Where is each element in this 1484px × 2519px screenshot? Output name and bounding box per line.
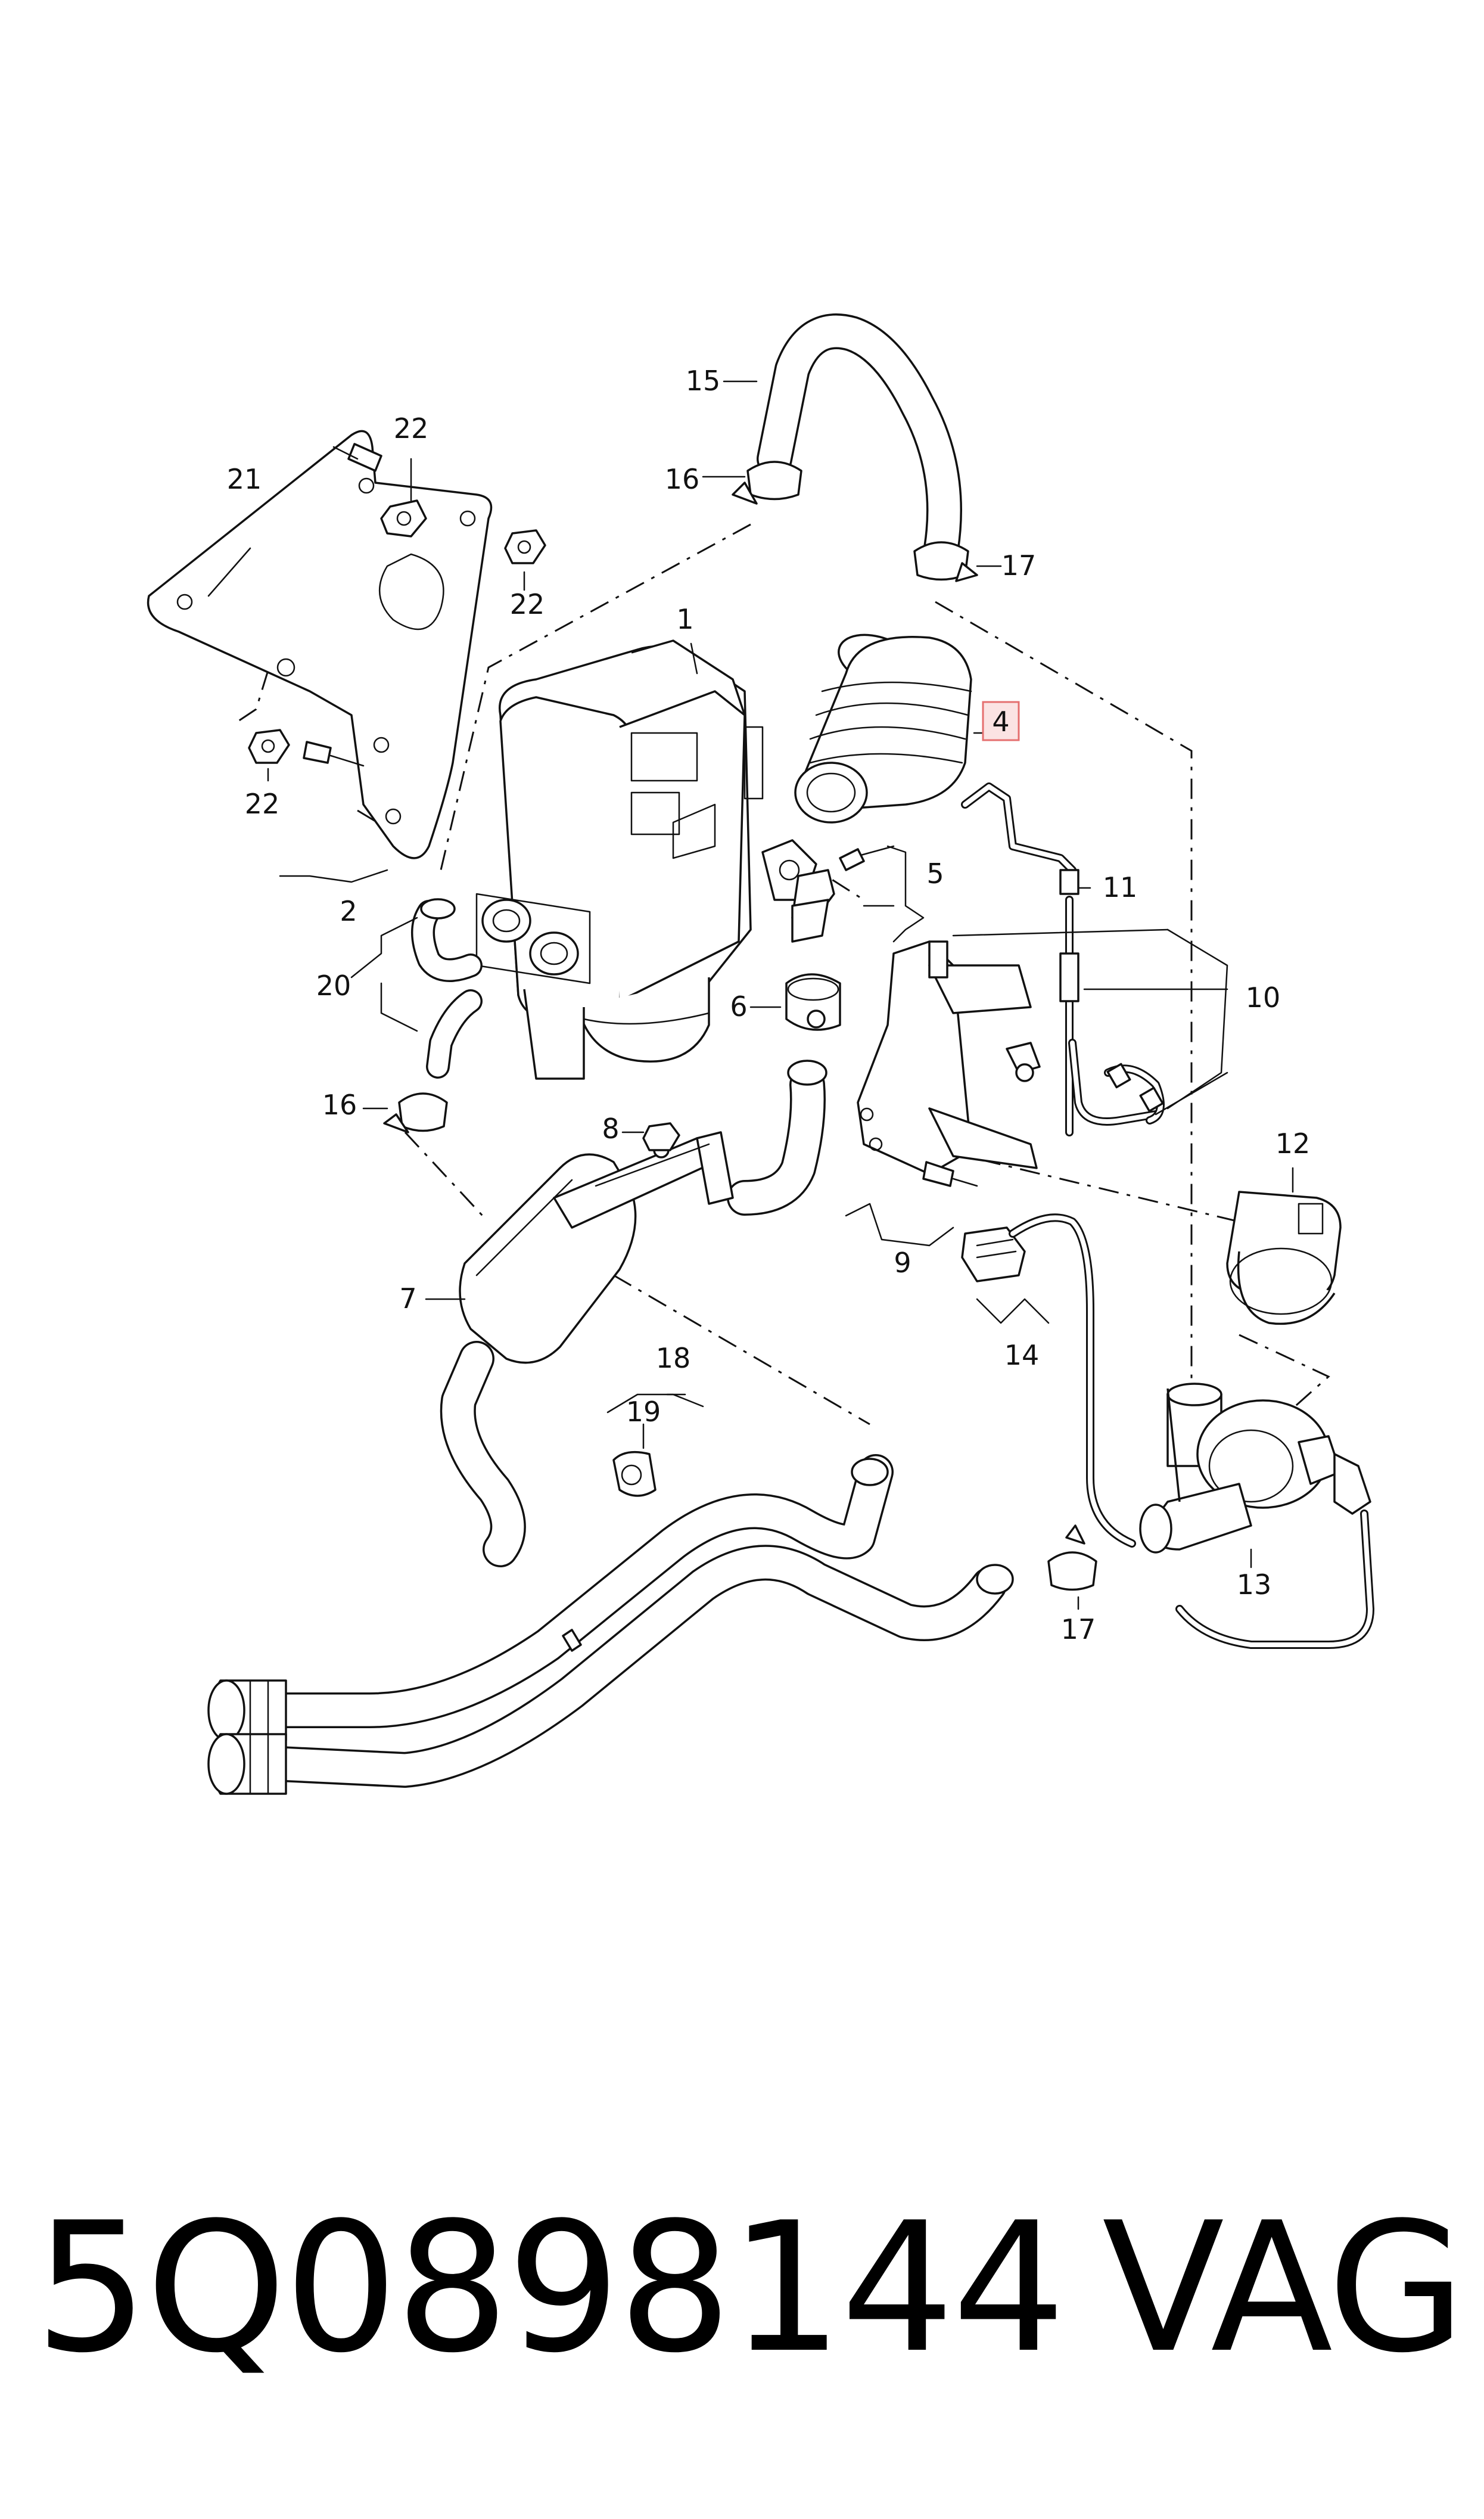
- callout-16-top: 16: [665, 463, 700, 495]
- clamp-17-bottom: [1047, 1524, 1097, 1591]
- callout-17-bottom: 17: [1061, 1613, 1096, 1645]
- bracket-9: [857, 940, 1038, 1187]
- nuts-22: [248, 499, 546, 764]
- tailpipe: [440, 1341, 526, 1567]
- bolts: [303, 443, 382, 767]
- exhaust-tube: [727, 1060, 827, 1216]
- connector-14: [961, 1213, 1136, 1548]
- elbows-20: [411, 898, 483, 1079]
- clamp-16-top: [732, 461, 802, 505]
- callout-labels: 1 2 4 5 6 7 8 9 10 11 12 13 14 15 16 16 …: [227, 365, 1311, 1645]
- callout-2: 2: [340, 895, 357, 927]
- callout-6: 6: [730, 990, 747, 1023]
- coolant-hoses-18: [262, 1454, 1014, 1788]
- callout-5: 5: [926, 858, 944, 890]
- callout-4: 4: [992, 706, 1009, 738]
- intake-silencer-4: [794, 633, 972, 824]
- holder-12: [1226, 1191, 1342, 1325]
- fuel-line-10: [1006, 1039, 1165, 1126]
- callout-10: 10: [1246, 981, 1281, 1014]
- part-number: 5Q0898144: [35, 2184, 1066, 2392]
- leader-lines: [207, 380, 1294, 1610]
- heater-unit-1: [475, 639, 764, 1080]
- parts-diagram: 1 2 4 5 6 7 8 9 10 11 12 13 14 15 16 16 …: [147, 313, 1374, 1795]
- nut-8: [642, 1122, 680, 1151]
- clamp-16-bottom: [383, 1092, 448, 1133]
- fuel-line-11: [928, 782, 1079, 1136]
- callout-21: 21: [227, 463, 262, 495]
- exhaust-pipe-15: [757, 313, 962, 566]
- bracket-21: [147, 430, 493, 859]
- clamp-17-top: [913, 541, 978, 582]
- callout-8: 8: [602, 1113, 619, 1145]
- exhaust-silencer-7: [459, 1131, 734, 1364]
- callout-17-top: 17: [1001, 549, 1037, 582]
- callout-14: 14: [1004, 1339, 1040, 1371]
- callout-13: 13: [1237, 1568, 1272, 1601]
- callout-1: 1: [676, 603, 693, 635]
- callout-19: 19: [626, 1396, 661, 1428]
- callout-20: 20: [316, 970, 351, 1002]
- callout-12: 12: [1275, 1128, 1311, 1160]
- callout-11: 11: [1103, 871, 1138, 903]
- clip-19: [612, 1450, 657, 1497]
- exhaust-connector-5: [761, 839, 895, 943]
- callout-15: 15: [686, 365, 721, 397]
- callout-9: 9: [894, 1247, 911, 1279]
- hose-ends: [207, 1679, 287, 1795]
- callout-4-highlight: [982, 701, 1020, 741]
- callout-7: 7: [399, 1282, 416, 1315]
- coolant-pump-13: [1139, 1383, 1374, 1649]
- brand-name: VAG: [1102, 2184, 1466, 2392]
- callout-22-left: 22: [245, 788, 280, 820]
- callout-22-top: 22: [394, 412, 429, 445]
- clamp-6: [785, 973, 841, 1031]
- callout-22-right: 22: [510, 588, 545, 620]
- callout-18: 18: [656, 1342, 691, 1374]
- callout-16-bottom: 16: [322, 1089, 357, 1121]
